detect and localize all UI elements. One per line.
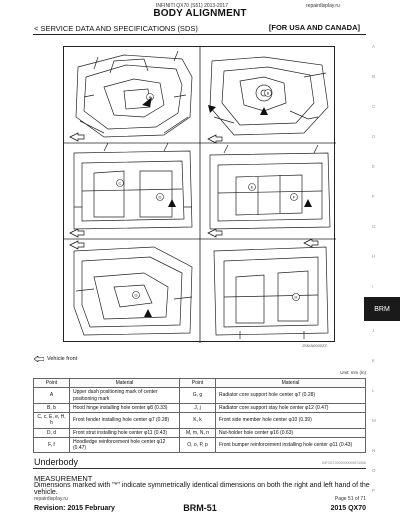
pointer-arrow-icon (304, 199, 312, 207)
callout-d (156, 193, 164, 201)
pointer-arrow-icon (208, 105, 216, 113)
side-index-letter[interactable]: C (372, 104, 376, 109)
side-index-letter[interactable]: P (372, 488, 376, 493)
side-index-letter[interactable]: M (372, 418, 376, 423)
table-cell: Front side member hole center φ10 (0.39) (215, 412, 366, 429)
side-index-letter[interactable]: L (372, 388, 375, 393)
page-code: BRM-51 (183, 503, 217, 513)
figure-code: JSKIA0000ZZ (302, 343, 327, 348)
column-header: Material (69, 377, 180, 389)
table-cell: O, o, P, p (179, 436, 216, 454)
underbody-heading: Underbody (34, 457, 79, 467)
table-row: F, f Hoodledge reinforcement hole center… (33, 436, 366, 454)
side-index-letter[interactable]: B (372, 74, 376, 79)
pointer-arrow-icon (260, 107, 268, 115)
revision-label: Revision: 2015 February (34, 505, 115, 512)
table-cell: D, d (33, 427, 70, 438)
measurement-heading: MEASUREMENT (34, 474, 93, 483)
vehicle-front-icon (207, 134, 223, 144)
header-site: repairdisplay.ru (306, 3, 340, 9)
column-header: Point (33, 377, 70, 389)
table-cell: F, f (33, 436, 70, 454)
page-title: BODY ALIGNMENT (153, 8, 247, 19)
callout-label: H (295, 295, 298, 300)
model-line: INFINITI QX70 (S51) 2013-2017 (156, 3, 228, 9)
body-alignment-figure: A B C D E F G H (63, 46, 336, 343)
table-cell: Radiator core support hole center φ7 (0.… (215, 387, 366, 404)
underbody-info-id: INFOID:0000000009674568 (322, 461, 366, 465)
figure-illustration: A B C D E F G H (64, 47, 336, 343)
callout-g (132, 291, 140, 299)
vehicle-front-icon (34, 356, 44, 362)
side-index-letter[interactable]: D (372, 134, 376, 139)
table-cell: A (33, 387, 70, 404)
side-index-letter[interactable]: N (372, 448, 376, 453)
vehicle-front-icon (207, 228, 223, 238)
callout-label: B (267, 91, 270, 96)
table-cell: Nut-holder hole center φ16 (0.63) (215, 427, 366, 438)
side-index-letter[interactable]: I (372, 284, 374, 289)
side-index-letter[interactable]: O (372, 468, 376, 473)
header-top: INFINITI QX70 (S51) 2013-2017 repairdisp… (0, 3, 400, 11)
callout-label: F (293, 195, 296, 200)
table-cell: Front bumper reinforcement installing ho… (215, 436, 366, 454)
table-cell: Upper dash positioning mark of center po… (69, 387, 180, 404)
section-link[interactable]: < SERVICE DATA AND SPECIFICATIONS (SDS) (34, 24, 198, 33)
pointer-arrow-icon (142, 97, 152, 107)
vehicle-front-icon (69, 240, 85, 250)
callout-f (290, 193, 298, 201)
pointer-arrow-icon (144, 309, 152, 317)
side-index-letter[interactable]: F (372, 194, 375, 199)
legend-text: Vehicle front (47, 356, 78, 362)
footer-model: 2015 QX70 (330, 505, 366, 512)
table-row: A Upper dash positioning mark of center … (33, 387, 366, 404)
vehicle-front-icon (303, 238, 319, 248)
region-label: [FOR USA AND CANADA] (268, 23, 360, 32)
callout-b (264, 89, 272, 97)
side-index-letter[interactable]: G (372, 224, 376, 229)
page-counter: Page 51 of 71 (334, 496, 366, 502)
table-cell: Hoodledge reinforcement hole center φ12 … (69, 436, 180, 454)
measurement-text: Dimensions marked with "*" indicate symm… (34, 482, 370, 497)
table-row: B, b Hood hinge installing hole center φ… (33, 402, 366, 414)
legend: Vehicle front (34, 356, 77, 362)
callout-label: A (149, 95, 152, 100)
pointer-arrow-icon (168, 199, 176, 207)
table-cell: C, c, E, e, H, h (33, 412, 70, 429)
column-header: Material (215, 377, 366, 389)
callout-e (248, 183, 256, 191)
side-index-letter[interactable]: A (372, 44, 376, 49)
underbody-divider (33, 468, 366, 469)
table-cell: G, g (179, 387, 216, 404)
table-cell: Radiator core support stay hole center φ… (215, 402, 366, 414)
footer-site: repairdisplay.ru (34, 496, 68, 502)
vehicle-front-icon (69, 228, 85, 238)
callout-h (292, 293, 300, 301)
brm-tab[interactable]: BRM (364, 297, 400, 321)
side-index-letter[interactable]: H (372, 254, 376, 259)
table-cell: Front strut installing hole center φ11 (… (69, 427, 180, 438)
table-row: C, c, E, e, H, h Front fender installing… (33, 412, 366, 429)
vehicle-front-icon (69, 132, 85, 142)
spec-table: Point Material Point Material A Upper da… (33, 377, 366, 454)
table-header-row: Point Material Point Material (33, 377, 366, 389)
table-cell: Hood hinge installing hole center φ8 (0.… (69, 402, 180, 414)
callout-label: E (251, 185, 254, 190)
table-cell: M, m, N, n (179, 427, 216, 438)
side-index-letter[interactable]: E (372, 164, 376, 169)
callout-label: G (134, 293, 137, 298)
table-cell: Front fender installing hole center φ7 (… (69, 412, 180, 429)
side-index-letter[interactable]: K (372, 358, 376, 363)
column-header: Point (179, 377, 216, 389)
header-divider (33, 34, 366, 35)
table-cell: B, b (33, 402, 70, 414)
callout-label: D (159, 195, 162, 200)
callout-c (116, 179, 124, 187)
table-cell: K, k (179, 412, 216, 429)
table-row: D, d Front strut installing hole center … (33, 427, 366, 438)
table-cell: J, j (179, 402, 216, 414)
callout-label: C (119, 181, 122, 186)
unit-label: Unit: mm (in) (340, 370, 366, 375)
side-index-letter[interactable]: J (372, 328, 375, 333)
